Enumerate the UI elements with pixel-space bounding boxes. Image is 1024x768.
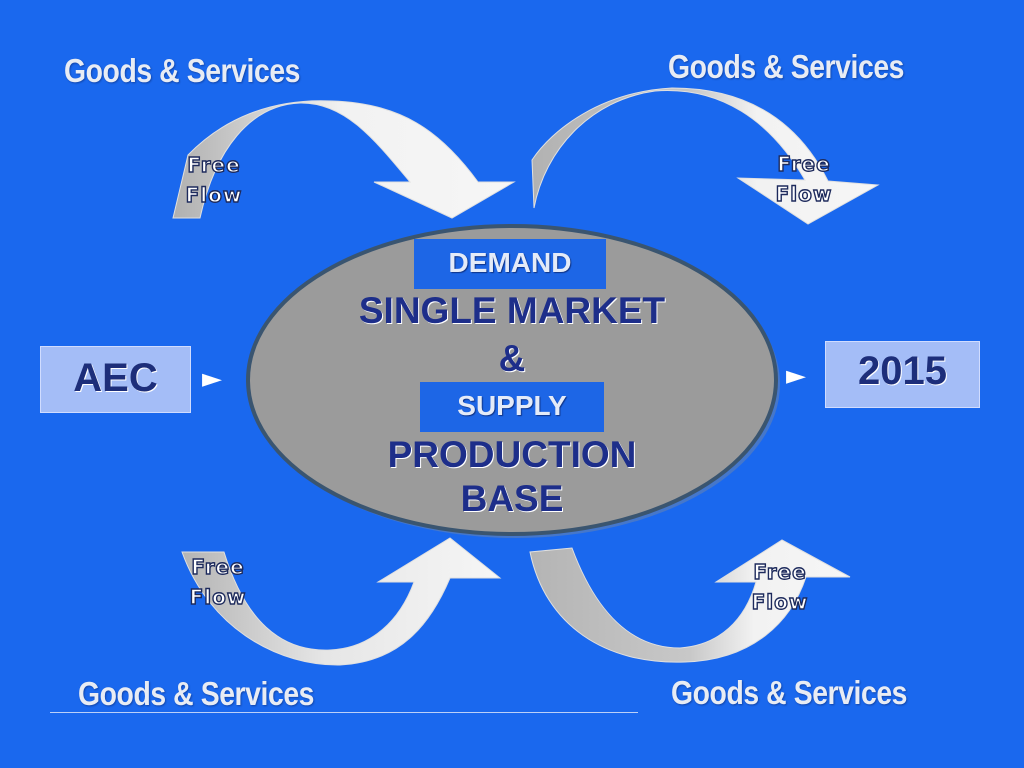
footer-rule	[50, 712, 638, 713]
free-flow-top-left: Free Flow	[174, 150, 254, 210]
single-market-text: SINGLE MARKET	[358, 290, 666, 331]
supply-tag: SUPPLY	[420, 382, 604, 432]
flow-label-bottom-right: Goods & Services	[671, 674, 908, 711]
aec-box: AEC	[40, 346, 191, 413]
curved-arrow-bottom-right	[529, 539, 851, 663]
pointer-triangle-left-icon: ►	[202, 364, 222, 394]
free-word: Free	[777, 151, 831, 176]
flow-word: Flow	[775, 181, 833, 206]
flow-label-bottom-left: Goods & Services	[78, 675, 315, 712]
free-flow-top-right: Free Flow	[764, 149, 844, 209]
curved-arrow-top-right	[531, 87, 880, 225]
center-ellipse	[246, 224, 778, 536]
flow-word: Flow	[185, 182, 243, 207]
base-text: BASE	[460, 478, 564, 519]
flow-label-top-left: Goods & Services	[64, 52, 301, 89]
year-box: 2015	[825, 341, 980, 408]
free-word: Free	[753, 559, 807, 584]
free-flow-bottom-left: Free Flow	[178, 552, 258, 612]
pointer-triangle-right-icon: ►	[786, 361, 806, 391]
free-word: Free	[191, 554, 245, 579]
free-flow-bottom-right: Free Flow	[740, 557, 820, 617]
flow-word: Flow	[189, 584, 247, 609]
flow-word: Flow	[751, 589, 809, 614]
ampersand-text: &	[498, 338, 526, 379]
curved-arrow-bottom-left	[181, 537, 502, 666]
curved-arrow-top-left	[172, 100, 516, 219]
demand-tag: DEMAND	[414, 239, 606, 289]
production-text: PRODUCTION	[387, 434, 637, 475]
free-word: Free	[187, 152, 241, 177]
flow-label-top-right: Goods & Services	[668, 48, 905, 85]
